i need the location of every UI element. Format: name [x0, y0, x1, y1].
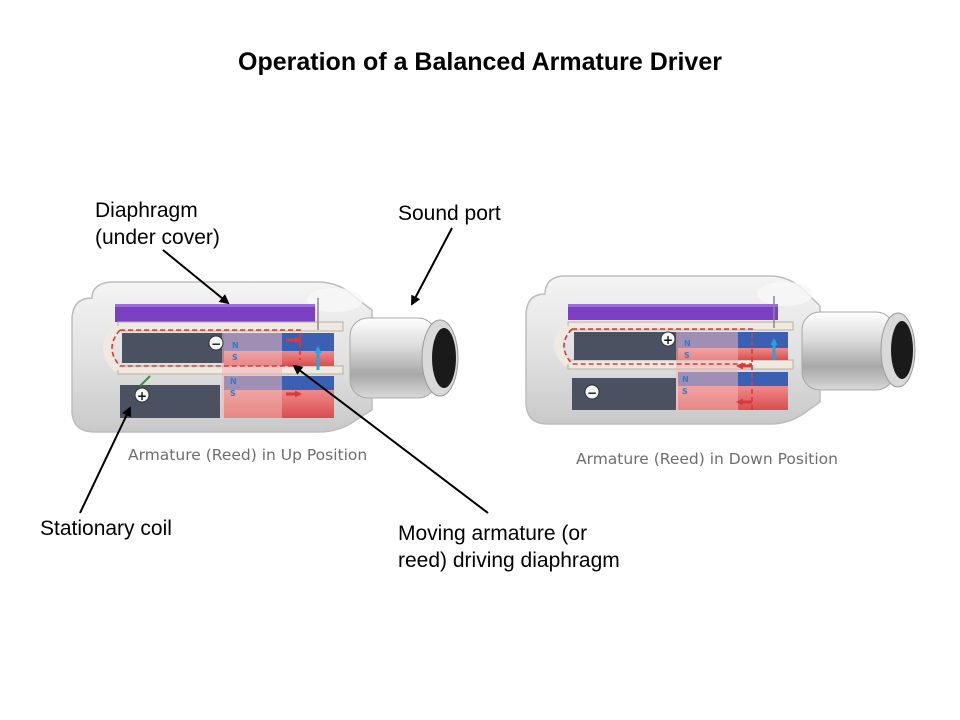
stationary-coil-callout-arrow: [79, 406, 132, 514]
armature-reed: [117, 321, 344, 332]
pole-s: S: [232, 353, 238, 362]
pole-s: S: [230, 389, 236, 398]
polarity-minus: −: [211, 337, 221, 351]
pole-s: S: [684, 351, 690, 360]
driver-down: + − N S N S: [525, 275, 916, 425]
stationary-coil-block: [574, 332, 678, 360]
armature-label-line2: reed) driving diaphragm: [398, 549, 620, 572]
pole-s: S: [682, 387, 688, 396]
polarity-plus: +: [663, 333, 673, 347]
polarity-plus: +: [137, 389, 147, 403]
caption-down-position: Armature (Reed) in Down Position: [576, 450, 838, 468]
sound-port: [349, 317, 459, 399]
stationary-coil-label: Stationary coil: [40, 517, 172, 540]
driver-up: − + N S N S: [71, 281, 459, 433]
polarity-minus: −: [587, 386, 597, 400]
diaphragm: [115, 306, 315, 322]
pole-n: N: [684, 339, 691, 348]
diaphragm-label-line1: Diaphragm: [95, 199, 198, 222]
page-title: Operation of a Balanced Armature Driver: [238, 48, 722, 76]
diaphragm-label: Diaphragm (under cover): [95, 197, 220, 251]
sound-port-label: Sound port: [398, 202, 501, 225]
pole-n: N: [230, 377, 237, 386]
sound-port-callout-arrow: [411, 227, 453, 306]
diaphragm-callout-arrow: [162, 249, 230, 305]
pole-n: N: [682, 375, 689, 384]
diaphragm: [568, 306, 778, 320]
armature-label: Moving armature (or reed) driving diaphr…: [398, 520, 620, 574]
armature-callout-arrow: [292, 364, 489, 514]
caption-up-position: Armature (Reed) in Up Position: [128, 446, 368, 464]
sound-port: [801, 311, 916, 391]
armature-label-line1: Moving armature (or: [398, 522, 588, 545]
diaphragm-label-line2: (under cover): [95, 226, 220, 249]
stationary-coil-block: [122, 333, 224, 363]
pole-n: N: [232, 341, 239, 350]
